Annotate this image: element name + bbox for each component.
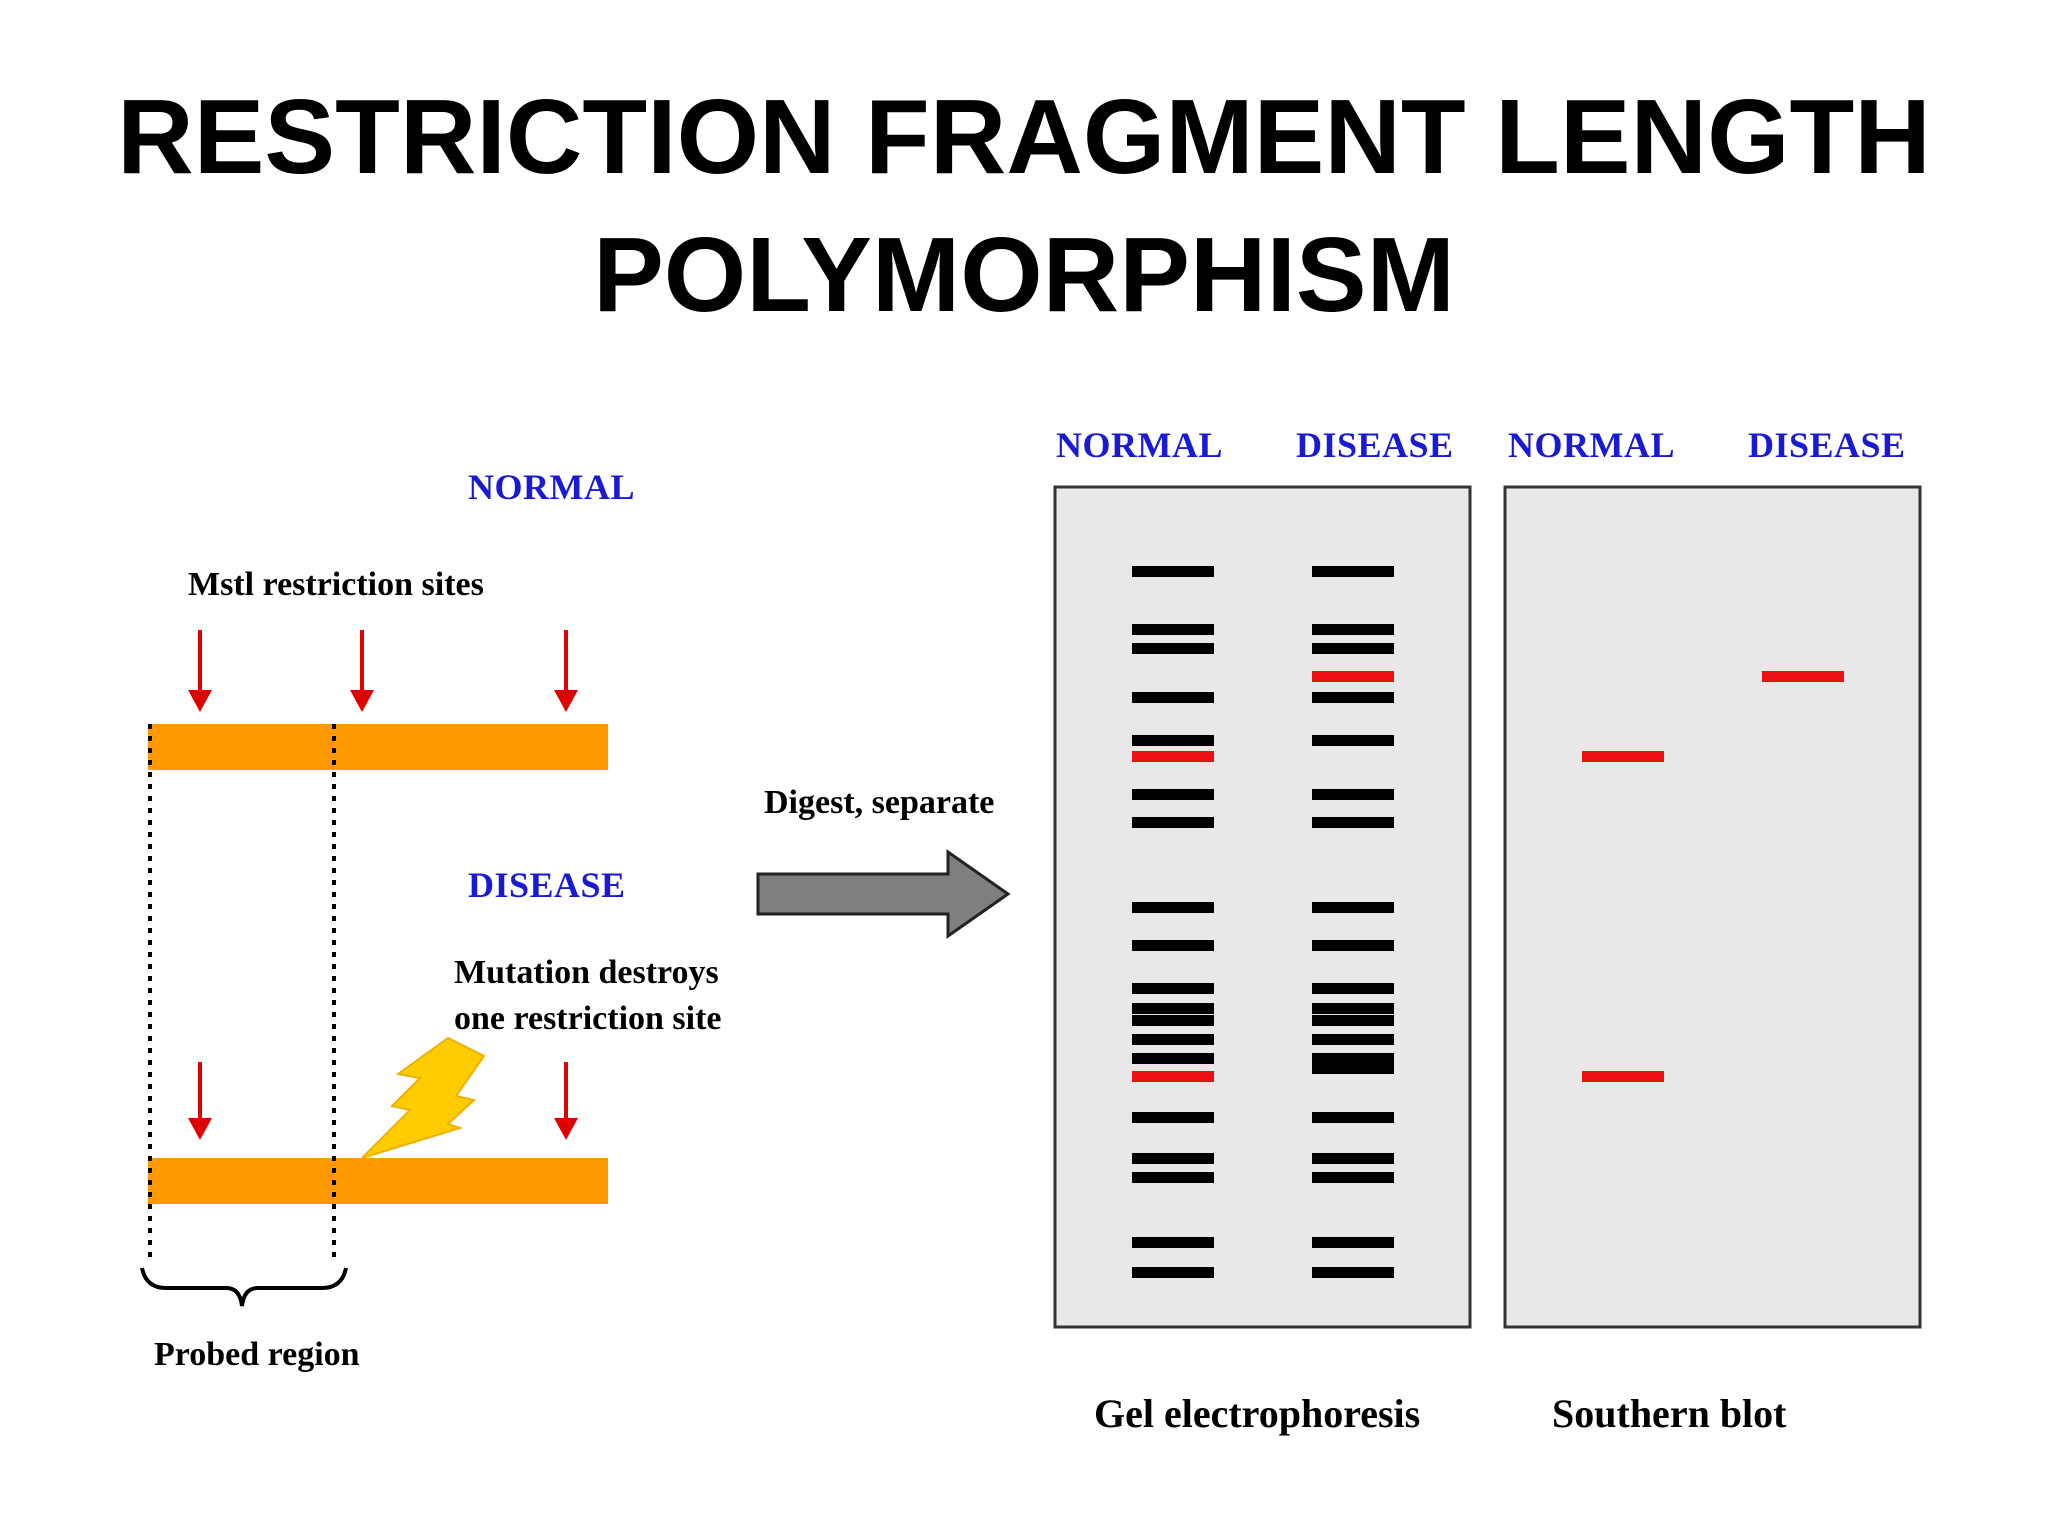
blot-header-disease: DISEASE <box>1748 425 1906 465</box>
disease-label: DISEASE <box>468 865 626 905</box>
probe-band <box>1132 1071 1214 1082</box>
gel-band <box>1132 1053 1214 1064</box>
gel-band <box>1132 817 1214 828</box>
blot-panel <box>1503 485 1922 1329</box>
blot-band <box>1582 1071 1664 1082</box>
gel-band <box>1312 940 1394 951</box>
gel-band <box>1312 624 1394 635</box>
probe-band <box>1132 751 1214 762</box>
blot-caption: Southern blot <box>1552 1391 1787 1436</box>
gel-band <box>1312 643 1394 654</box>
gel-band <box>1312 735 1394 746</box>
gel-bands <box>1132 566 1844 1278</box>
gel-band <box>1132 940 1214 951</box>
gel-band <box>1312 1153 1394 1164</box>
gel-band <box>1312 692 1394 703</box>
normal-label: NORMAL <box>468 467 635 507</box>
mutation-label-line-2: one restriction site <box>454 1000 722 1037</box>
gel-band <box>1132 1153 1214 1164</box>
gel-band <box>1132 735 1214 746</box>
page-title: RESTRICTION FRAGMENT LENGTH POLYMORPHISM <box>0 68 2048 344</box>
gel-band <box>1312 1053 1394 1064</box>
cut-site-arrow-icon <box>350 690 374 712</box>
probed-region-label: Probed region <box>154 1336 360 1373</box>
disease-dna-bar <box>148 1158 608 1204</box>
gel-panel <box>1053 485 1472 1329</box>
brace-icon <box>140 1267 348 1307</box>
gel-band <box>1132 1237 1214 1248</box>
gel-band <box>1132 1034 1214 1045</box>
gel-band <box>1132 643 1214 654</box>
probe-band <box>1312 671 1394 682</box>
normal-cut-site-arrows <box>188 630 578 712</box>
normal-dna-bar <box>148 724 608 770</box>
disease-cut-site-arrows <box>188 1062 578 1140</box>
lightning-icon <box>361 1036 486 1159</box>
gel-band <box>1132 566 1214 577</box>
cut-site-arrow-icon <box>554 1118 578 1140</box>
gel-band <box>1312 789 1394 800</box>
mutation-label-line-1: Mutation destroys <box>454 954 719 991</box>
gel-band <box>1312 1063 1394 1074</box>
blot-band <box>1762 671 1844 682</box>
gel-band <box>1132 692 1214 703</box>
gel-header-disease: DISEASE <box>1296 425 1454 465</box>
cut-site-arrow-icon <box>554 690 578 712</box>
cut-site-arrow-icon <box>188 690 212 712</box>
gel-band <box>1132 983 1214 994</box>
gel-band <box>1132 902 1214 913</box>
gel-band <box>1312 817 1394 828</box>
gel-band <box>1312 902 1394 913</box>
gel-band <box>1312 1112 1394 1123</box>
restriction-sites-label: Mstl restriction sites <box>188 566 484 603</box>
gel-band <box>1312 1267 1394 1278</box>
gel-band <box>1132 1172 1214 1183</box>
gel-band <box>1312 1015 1394 1026</box>
gel-band <box>1312 1237 1394 1248</box>
gel-band <box>1132 1267 1214 1278</box>
gel-caption: Gel electrophoresis <box>1094 1391 1421 1436</box>
gel-band <box>1312 1034 1394 1045</box>
gel-band <box>1132 789 1214 800</box>
title-line-2: POLYMORPHISM <box>593 216 1455 334</box>
gel-band <box>1312 566 1394 577</box>
cut-site-arrow-icon <box>188 1118 212 1140</box>
title-line-1: RESTRICTION FRAGMENT LENGTH <box>117 78 1931 196</box>
gel-band <box>1312 1003 1394 1014</box>
blot-band <box>1582 751 1664 762</box>
gel-band <box>1312 1172 1394 1183</box>
blot-header-normal: NORMAL <box>1508 425 1675 465</box>
digest-separate-label: Digest, separate <box>764 784 995 821</box>
gel-header-normal: NORMAL <box>1056 425 1223 465</box>
right-arrow-icon <box>756 849 1011 939</box>
gel-band <box>1132 624 1214 635</box>
gel-band <box>1132 1112 1214 1123</box>
gel-band <box>1312 983 1394 994</box>
gel-band <box>1132 1003 1214 1014</box>
gel-band <box>1132 1015 1214 1026</box>
